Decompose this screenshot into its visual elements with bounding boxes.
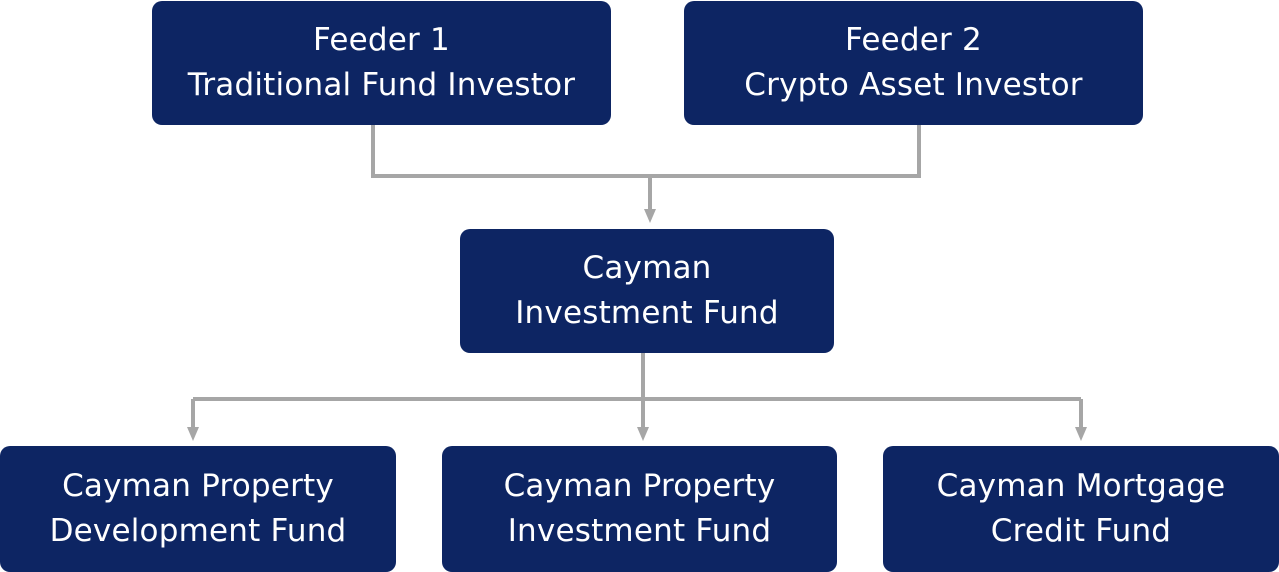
feeder-1-box: Feeder 1 Traditional Fund Investor	[152, 1, 611, 125]
feeder1-connector	[371, 125, 650, 178]
master-fund-line2: Investment Fund	[515, 295, 779, 331]
property-development-fund-line2: Development Fund	[49, 513, 347, 549]
master-fund-line1: Cayman	[582, 250, 712, 286]
mortgage-credit-fund-box: Cayman Mortgage Credit Fund	[883, 446, 1279, 572]
feeder-1-title: Feeder 1	[313, 22, 450, 58]
property-investment-fund-line1: Cayman Property	[503, 468, 776, 504]
property-development-fund-line1: Cayman Property	[62, 468, 334, 504]
master-fund-box: Cayman Investment Fund	[460, 229, 834, 353]
property-investment-fund-box: Cayman Property Investment Fund	[442, 446, 837, 572]
feeder-2-title: Feeder 2	[845, 22, 982, 58]
mortgage-credit-fund-line1: Cayman Mortgage	[936, 468, 1226, 504]
property-investment-fund-line2: Investment Fund	[507, 513, 772, 549]
feeder-2-subtitle: Crypto Asset Investor	[744, 67, 1083, 103]
feeder-1-subtitle: Traditional Fund Investor	[187, 67, 576, 103]
feeder-2-box: Feeder 2 Crypto Asset Investor	[684, 1, 1143, 125]
mortgage-credit-fund-line2: Credit Fund	[990, 513, 1172, 549]
feeder2-connector	[650, 125, 921, 178]
property-development-fund-box: Cayman Property Development Fund	[0, 446, 396, 572]
